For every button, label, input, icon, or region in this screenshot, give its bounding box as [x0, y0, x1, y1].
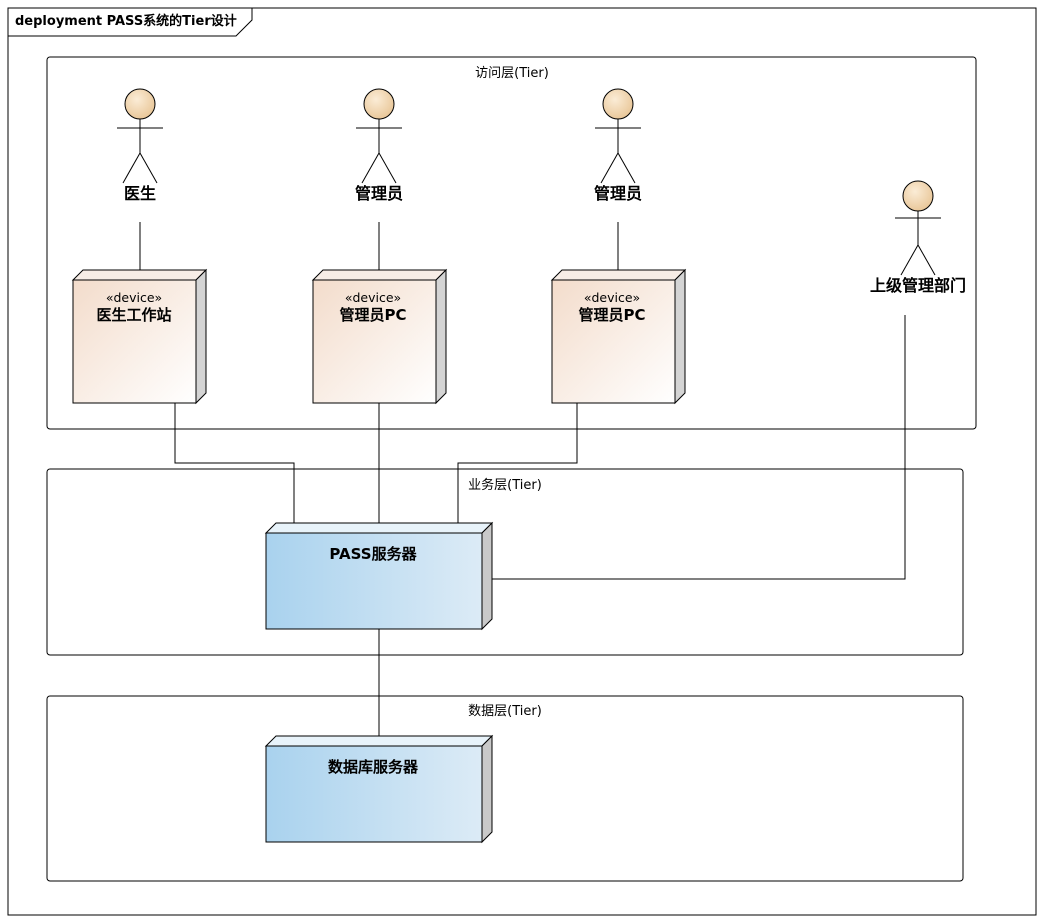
- actor-doctor-label: 医生: [124, 184, 156, 203]
- node-stereotype: «device»: [345, 290, 401, 305]
- actor-head-icon: [124, 88, 156, 120]
- connector-ws-server: [174, 403, 295, 523]
- actor-admin-2[interactable]: 管理员: [594, 88, 642, 203]
- connector-pc2-server: [457, 403, 578, 523]
- node-admin-pc-1-label: 管理员PC: [339, 306, 406, 324]
- actor-admin-2-label: 管理员: [594, 184, 642, 203]
- connector-superior-server: [492, 315, 906, 580]
- business-tier[interactable]: [46, 468, 964, 656]
- node-admin-pc-1[interactable]: «device» 管理员PC: [311, 268, 448, 405]
- node-database-server[interactable]: 数据库服务器: [264, 734, 494, 844]
- node-database-server-label: 数据库服务器: [328, 758, 419, 776]
- node-admin-pc-2[interactable]: «device» 管理员PC: [550, 268, 687, 405]
- data-tier-label: 数据层(Tier): [468, 704, 542, 719]
- node-pass-server[interactable]: PASS服务器: [264, 521, 494, 631]
- node-pass-server-label: PASS服务器: [329, 545, 417, 563]
- actor-head-icon: [363, 88, 395, 120]
- business-tier-label: 业务层(Tier): [468, 477, 542, 493]
- node-admin-pc-2-label: 管理员PC: [578, 306, 645, 324]
- node-doctor-workstation-label: 医生工作站: [96, 306, 171, 324]
- diagram-title: deployment PASS系统的Tier设计: [15, 13, 237, 29]
- actor-head-icon: [902, 180, 934, 212]
- access-tier[interactable]: [46, 56, 977, 430]
- actor-doctor[interactable]: 医生: [117, 88, 163, 203]
- node-stereotype: «device»: [106, 290, 162, 305]
- data-tier[interactable]: [46, 695, 964, 882]
- actor-head-icon: [602, 88, 634, 120]
- actor-superior[interactable]: 上级管理部门: [870, 180, 966, 295]
- access-tier-label: 访问层(Tier): [475, 66, 549, 81]
- actor-superior-label: 上级管理部门: [870, 276, 966, 295]
- node-doctor-workstation[interactable]: «device» 医生工作站: [71, 268, 208, 405]
- actor-admin-1[interactable]: 管理员: [355, 88, 403, 203]
- frame-title-tab: [8, 8, 253, 37]
- actor-admin-1-label: 管理员: [355, 184, 403, 203]
- node-stereotype: «device»: [584, 290, 640, 305]
